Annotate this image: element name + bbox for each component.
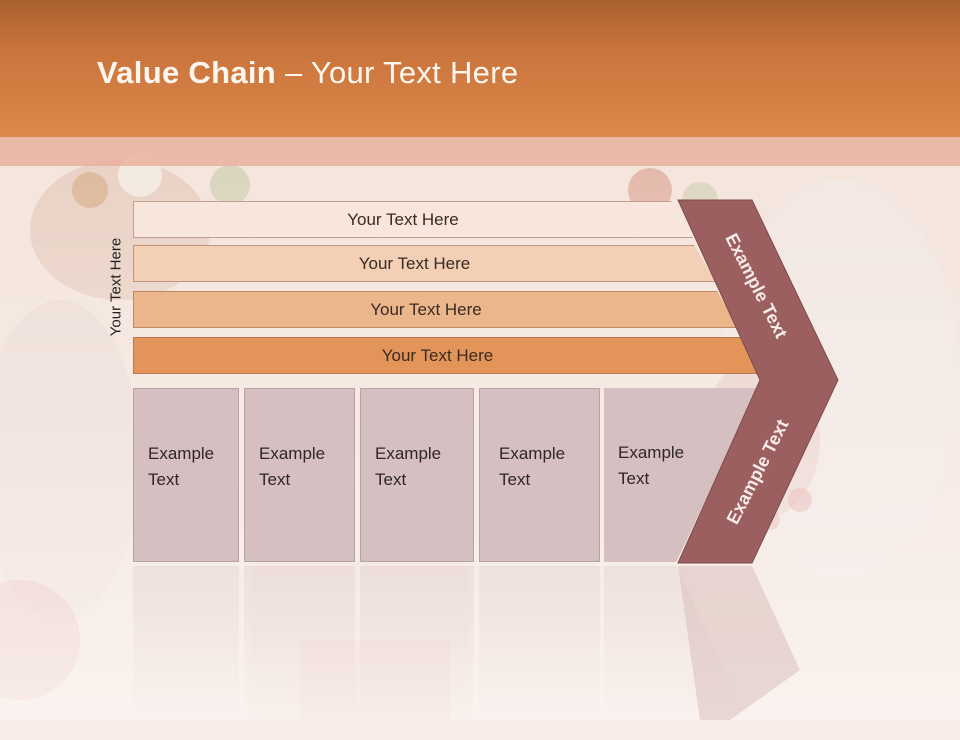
- reflection-box-3: [360, 566, 474, 740]
- title-bold: Value Chain: [97, 55, 277, 90]
- support-bar-1[interactable]: Your Text Here: [133, 201, 693, 238]
- support-bar-3[interactable]: Your Text Here: [133, 291, 739, 328]
- activity-box-1-line2: Text: [148, 470, 180, 489]
- activity-box-4-line1: Example: [499, 444, 566, 463]
- header-band: [0, 137, 960, 166]
- reflection-box-4: [479, 566, 600, 740]
- title-bar: [0, 0, 960, 137]
- support-bar-1-label: Your Text Here: [347, 209, 459, 229]
- support-bar-2-label: Your Text Here: [358, 253, 471, 273]
- support-bar-3-label: Your Text Here: [370, 299, 482, 319]
- support-bar-4[interactable]: Your Text Here: [133, 337, 762, 374]
- support-bar-2[interactable]: Your Text Here: [133, 245, 716, 282]
- chevron-shape: [677, 199, 839, 564]
- activity-box-4-line2: Text: [499, 470, 531, 489]
- activity-box-2-line2: Text: [259, 470, 291, 489]
- activity-box-1-line1: Example: [148, 444, 215, 463]
- activity-box-3-line1: Example: [375, 444, 442, 463]
- reflection-box-2: [244, 566, 355, 740]
- slide-title: Value Chain – Your Text Here: [97, 55, 518, 91]
- reflection-box-1: [133, 566, 239, 740]
- activity-box-2-line1: Example: [259, 444, 326, 463]
- activity-box-5-line2: Text: [618, 469, 650, 488]
- activity-box-3-line2: Text: [375, 470, 407, 489]
- chevron-reflection: [678, 566, 800, 720]
- title-rest: – Your Text Here: [276, 55, 519, 90]
- value-chevron[interactable]: [0, 0, 960, 720]
- activity-box-5-line1: Example: [618, 443, 685, 462]
- reflection-box-5: [604, 566, 758, 740]
- reflection-area: [0, 566, 960, 740]
- support-bar-4-label: Your Text Here: [381, 345, 494, 365]
